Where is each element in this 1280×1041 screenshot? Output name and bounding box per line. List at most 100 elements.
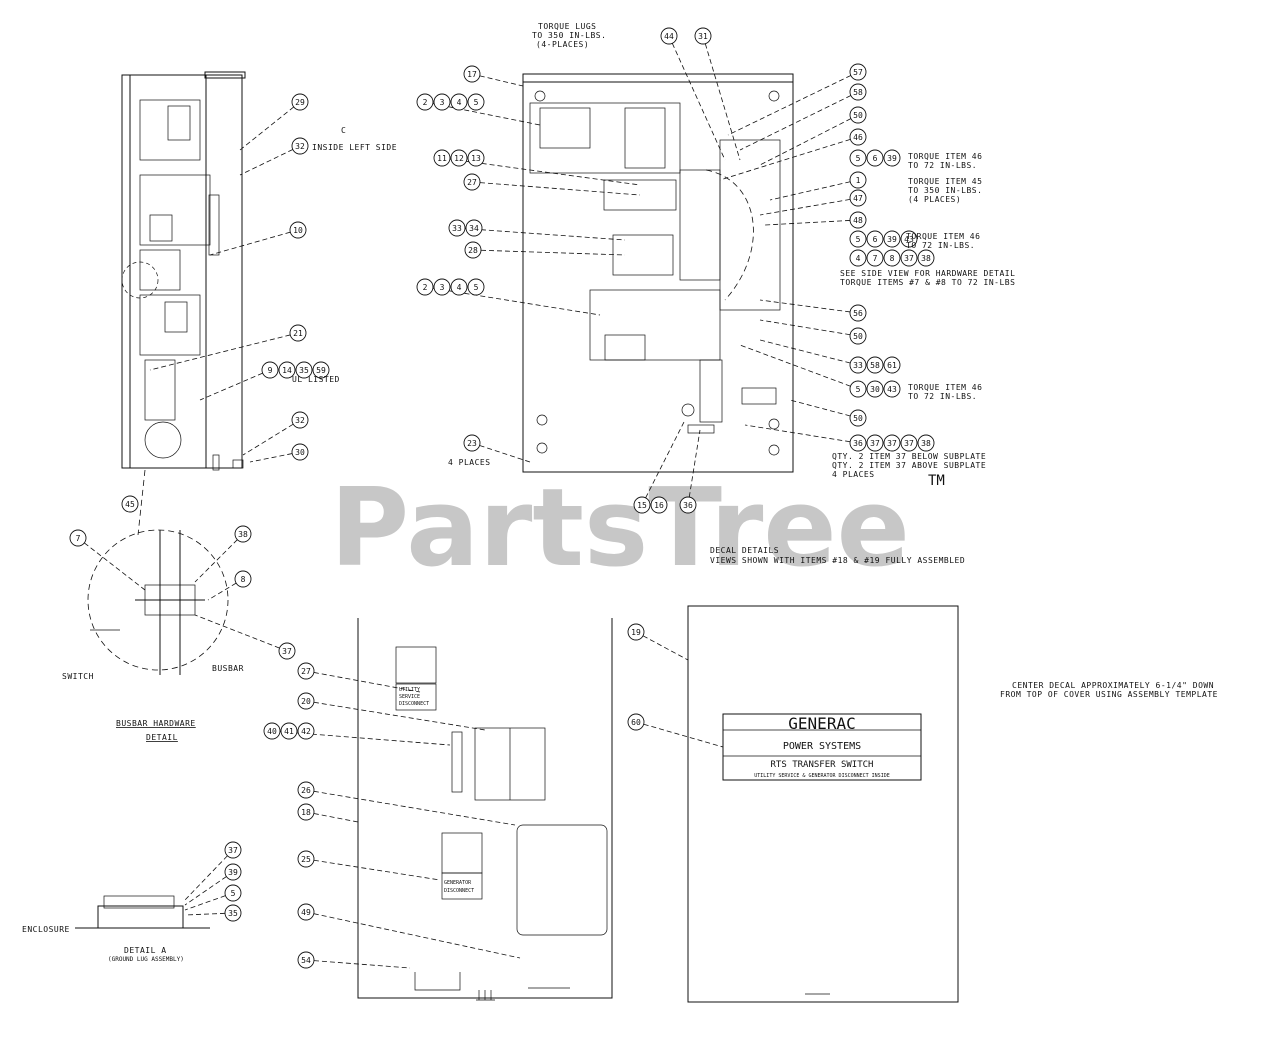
callout-bubble[interactable] [849,189,867,207]
callout-bubble[interactable] [849,249,867,267]
callout-bubble[interactable] [849,106,867,124]
callout-36[interactable]: 36 [849,434,867,452]
callout-50[interactable]: 50 [849,327,867,345]
callout-bubble[interactable] [849,380,867,398]
callout-bubble[interactable] [280,722,298,740]
callout-43[interactable]: 43 [883,380,901,398]
callout-41[interactable]: 41 [280,722,298,740]
callout-28[interactable]: 28 [464,241,482,259]
callout-bubble[interactable] [263,722,281,740]
callout-23[interactable]: 23 [463,434,481,452]
callout-bubble[interactable] [627,623,645,641]
callout-bubble[interactable] [433,93,451,111]
callout-bubble[interactable] [450,149,468,167]
callout-32[interactable]: 32 [291,411,309,429]
callout-bubble[interactable] [849,356,867,374]
callout-bubble[interactable] [650,496,668,514]
callout-1[interactable]: 1 [849,171,867,189]
callout-58[interactable]: 58 [849,83,867,101]
callout-bubble[interactable] [433,278,451,296]
callout-4[interactable]: 4 [849,249,867,267]
callout-bubble[interactable] [866,249,884,267]
callout-36[interactable]: 36 [679,496,697,514]
callout-bubble[interactable] [224,884,242,902]
callout-11[interactable]: 11 [433,149,451,167]
callout-54[interactable]: 54 [297,951,315,969]
callout-27[interactable]: 27 [297,662,315,680]
callout-bubble[interactable] [467,93,485,111]
callout-bubble[interactable] [900,230,918,248]
callout-bubble[interactable] [866,356,884,374]
callout-bubble[interactable] [627,713,645,731]
callout-bubble[interactable] [883,149,901,167]
callout-bubble[interactable] [849,211,867,229]
callout-5[interactable]: 5 [224,884,242,902]
callout-5[interactable]: 5 [849,380,867,398]
callout-45[interactable]: 45 [121,495,139,513]
callout-bubble[interactable] [121,495,139,513]
callout-bubble[interactable] [297,951,315,969]
callout-bubble[interactable] [297,722,315,740]
callout-37[interactable]: 37 [866,434,884,452]
callout-59[interactable]: 59 [312,361,330,379]
callout-5[interactable]: 5 [849,149,867,167]
callout-bubble[interactable] [866,149,884,167]
callout-bubble[interactable] [633,496,651,514]
callout-9[interactable]: 9 [261,361,279,379]
callout-12[interactable]: 12 [450,149,468,167]
callout-bubble[interactable] [416,93,434,111]
callout-57[interactable]: 57 [849,63,867,81]
callout-bubble[interactable] [289,221,307,239]
callout-33[interactable]: 33 [849,356,867,374]
callout-bubble[interactable] [694,27,712,45]
callout-bubble[interactable] [295,361,313,379]
callout-8[interactable]: 8 [234,570,252,588]
callout-18[interactable]: 18 [297,803,315,821]
callout-bubble[interactable] [849,409,867,427]
callout-bubble[interactable] [467,278,485,296]
callout-26[interactable]: 26 [297,781,315,799]
callout-42[interactable]: 42 [297,722,315,740]
callout-bubble[interactable] [849,128,867,146]
callout-3[interactable]: 3 [433,278,451,296]
callout-bubble[interactable] [849,63,867,81]
callout-bubble[interactable] [849,230,867,248]
callout-46[interactable]: 46 [849,128,867,146]
callout-bubble[interactable] [900,249,918,267]
callout-bubble[interactable] [224,904,242,922]
callout-bubble[interactable] [450,93,468,111]
callout-15[interactable]: 15 [633,496,651,514]
callout-bubble[interactable] [297,781,315,799]
callout-bubble[interactable] [849,434,867,452]
callout-10[interactable]: 10 [289,221,307,239]
callout-bubble[interactable] [464,241,482,259]
callout-bubble[interactable] [900,434,918,452]
callout-30[interactable]: 30 [291,443,309,461]
callout-bubble[interactable] [297,903,315,921]
callout-bubble[interactable] [849,149,867,167]
callout-33[interactable]: 33 [448,219,466,237]
callout-35[interactable]: 35 [224,904,242,922]
callout-56[interactable]: 56 [849,304,867,322]
callout-bubble[interactable] [291,137,309,155]
callout-bubble[interactable] [883,230,901,248]
callout-bubble[interactable] [450,278,468,296]
callout-37[interactable]: 37 [883,434,901,452]
callout-43[interactable]: 43 [900,230,918,248]
callout-61[interactable]: 61 [883,356,901,374]
callout-bubble[interactable] [297,692,315,710]
callout-32[interactable]: 32 [291,137,309,155]
callout-39[interactable]: 39 [883,230,901,248]
callout-bubble[interactable] [849,304,867,322]
callout-bubble[interactable] [849,171,867,189]
callout-8[interactable]: 8 [883,249,901,267]
callout-21[interactable]: 21 [289,324,307,342]
callout-2[interactable]: 2 [416,278,434,296]
callout-bubble[interactable] [883,434,901,452]
callout-58[interactable]: 58 [866,356,884,374]
callout-bubble[interactable] [866,380,884,398]
callout-34[interactable]: 34 [465,219,483,237]
callout-bubble[interactable] [883,249,901,267]
callout-47[interactable]: 47 [849,189,867,207]
callout-25[interactable]: 25 [297,850,315,868]
